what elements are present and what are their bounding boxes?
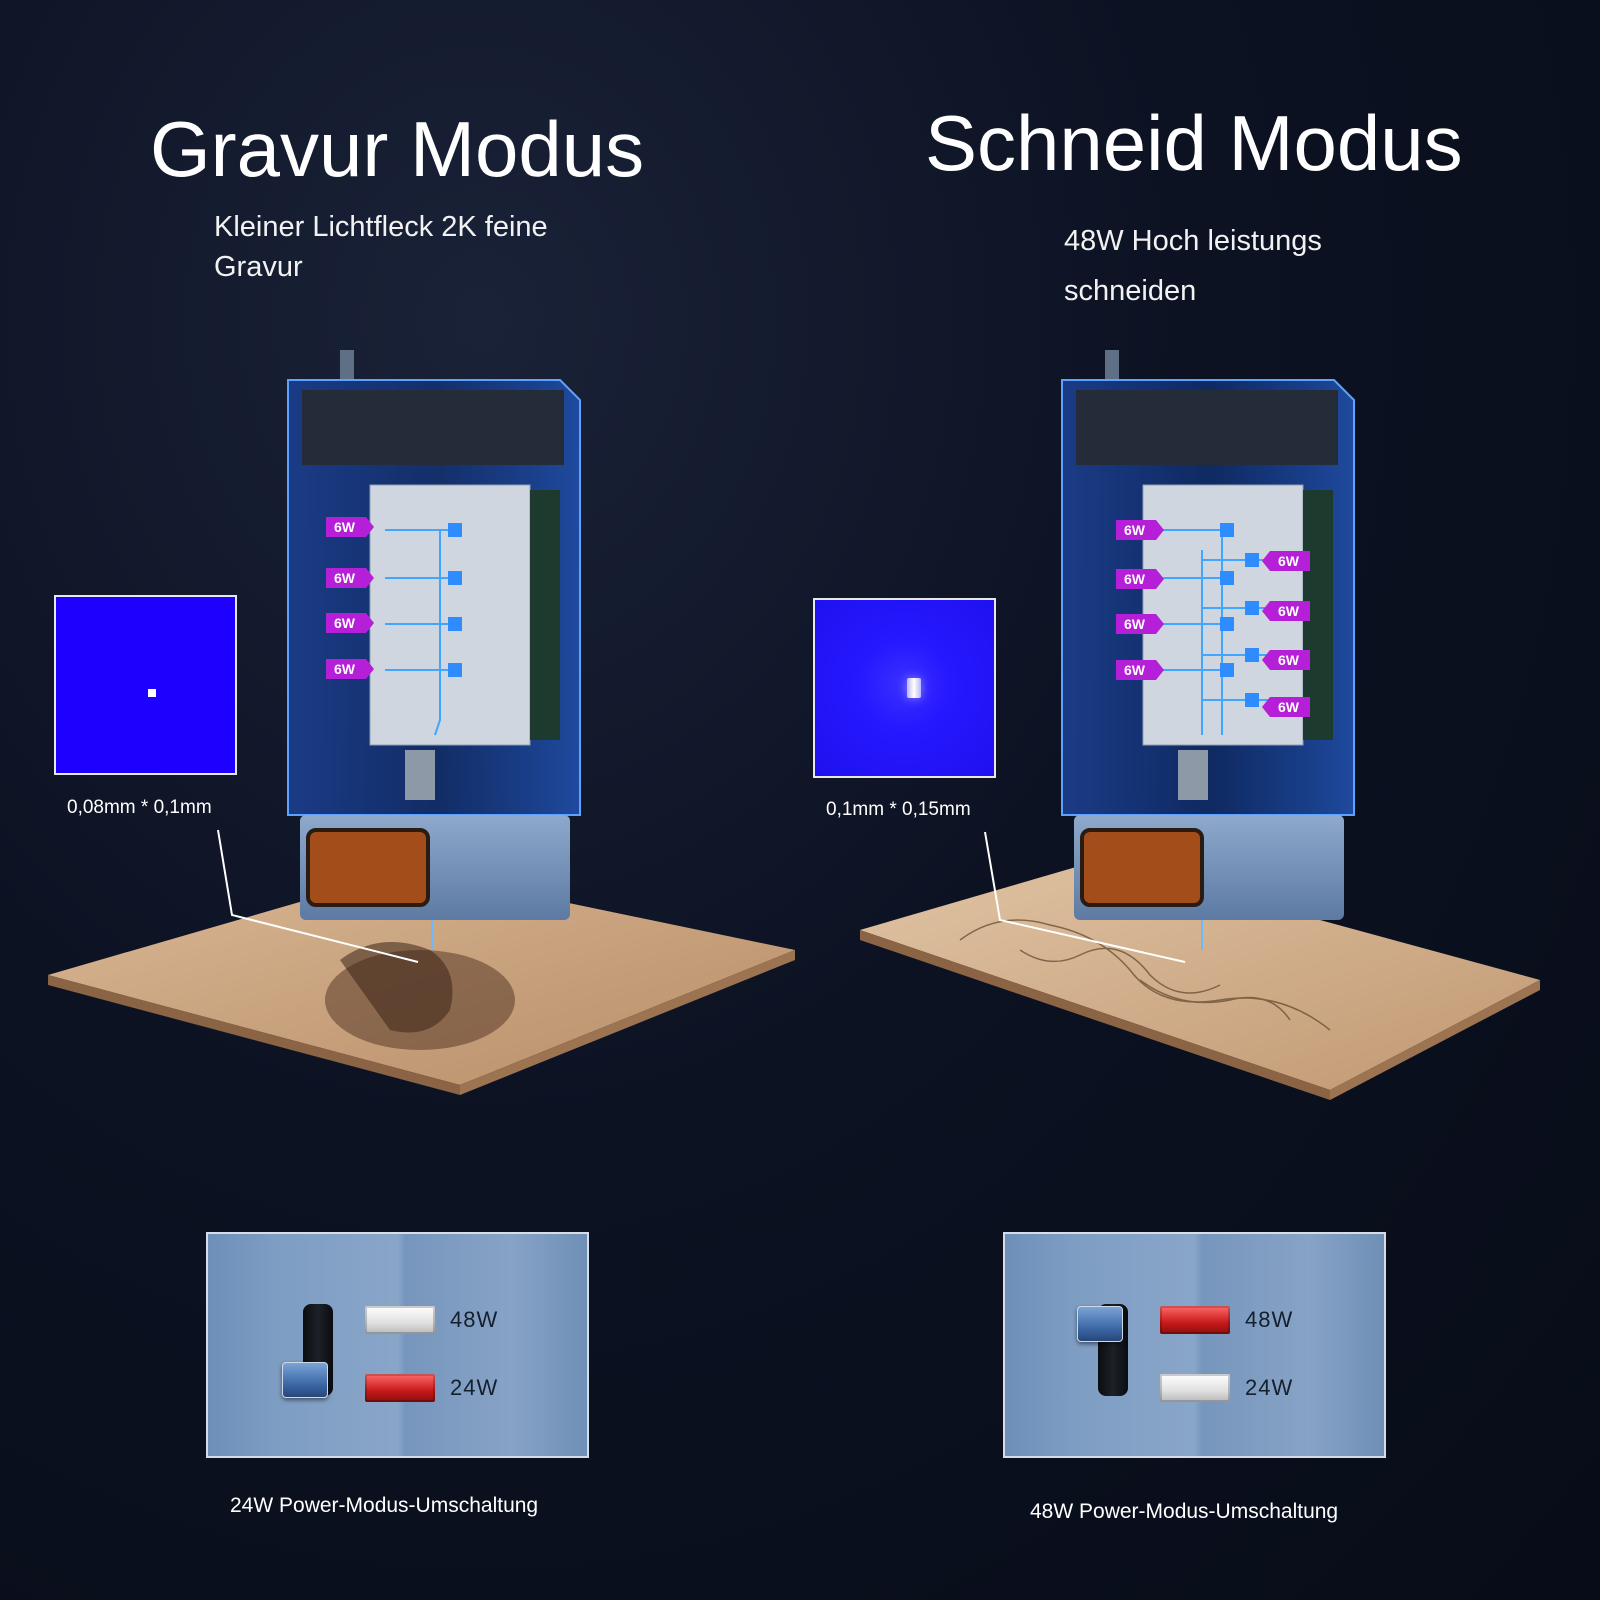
power-tag: 6W xyxy=(326,517,374,537)
power-tag: 6W xyxy=(1262,650,1310,670)
indicator-24w xyxy=(365,1374,435,1402)
power-tag-label: 6W xyxy=(334,570,356,586)
gravur-caption: 24W Power-Modus-Umschaltung xyxy=(230,1494,539,1517)
label-24w: 24W xyxy=(1245,1375,1294,1400)
power-tag: 6W xyxy=(326,568,374,588)
gravur-subtitle-line-1: Kleiner Lichtfleck 2K feine xyxy=(214,211,548,243)
power-tag-label: 6W xyxy=(1124,571,1146,587)
laser-module-icon xyxy=(1061,350,1355,950)
power-tag: 6W xyxy=(1116,569,1164,589)
label-48w: 48W xyxy=(1245,1307,1294,1332)
indicator-48w xyxy=(1160,1306,1230,1334)
switch-knob[interactable] xyxy=(282,1362,328,1398)
power-tag: 6W xyxy=(1262,551,1310,571)
gravur-subtitle-line-2: Gravur xyxy=(214,251,303,283)
gravur-spot-box xyxy=(54,595,237,775)
power-tag: 6W xyxy=(1262,601,1310,621)
power-tag-label: 6W xyxy=(334,661,356,677)
schneid-title: Schneid Modus xyxy=(925,99,1463,187)
schneid-mode-switch-panel: 48W 24W xyxy=(1003,1232,1386,1458)
schneid-power-tags-left: 6W 6W 6W 6W xyxy=(1116,520,1164,680)
power-tag-label: 6W xyxy=(1124,616,1146,632)
label-24w: 24W xyxy=(450,1375,499,1400)
schneid-laser-spot xyxy=(907,678,921,698)
schneid-spot-size: 0,1mm * 0,15mm xyxy=(826,799,971,820)
power-tag: 6W xyxy=(326,613,374,633)
power-tag-label: 6W xyxy=(334,615,356,631)
schneid-caption: 48W Power-Modus-Umschaltung xyxy=(1030,1500,1339,1523)
gravur-mode-switch-panel: 48W 24W xyxy=(206,1232,589,1458)
gravur-laser-spot xyxy=(148,689,156,697)
power-tag-label: 6W xyxy=(334,519,356,535)
gravur-power-tags: 6W 6W 6W 6W xyxy=(326,517,374,679)
power-tag-label: 6W xyxy=(1278,553,1300,569)
gravur-subtitle: Kleiner Lichtfleck 2K feine Gravur xyxy=(214,207,548,287)
power-tag-label: 6W xyxy=(1278,652,1300,668)
schneid-subtitle: 48W Hoch leistungs schneiden xyxy=(1064,216,1322,316)
power-tag: 6W xyxy=(1116,614,1164,634)
power-tag: 6W xyxy=(326,659,374,679)
gravur-spot-size: 0,08mm * 0,1mm xyxy=(67,797,212,818)
power-tag-label: 6W xyxy=(1124,522,1146,538)
switch-knob[interactable] xyxy=(1077,1306,1123,1342)
schneid-spot-box xyxy=(813,598,996,778)
power-tag-label: 6W xyxy=(1278,603,1300,619)
schneid-power-tags-right: 6W 6W 6W 6W xyxy=(1262,551,1310,717)
schneid-subtitle-line-1: 48W Hoch leistungs xyxy=(1064,225,1322,257)
indicator-24w xyxy=(1160,1374,1230,1402)
gravur-title: Gravur Modus xyxy=(150,105,645,193)
schneid-subtitle-line-2: schneiden xyxy=(1064,275,1197,307)
indicator-48w xyxy=(365,1306,435,1334)
laser-module-icon xyxy=(287,350,581,950)
power-tag: 6W xyxy=(1262,697,1310,717)
power-tag: 6W xyxy=(1116,660,1164,680)
label-48w: 48W xyxy=(450,1307,499,1332)
power-tag-label: 6W xyxy=(1124,662,1146,678)
power-tag: 6W xyxy=(1116,520,1164,540)
power-tag-label: 6W xyxy=(1278,699,1300,715)
